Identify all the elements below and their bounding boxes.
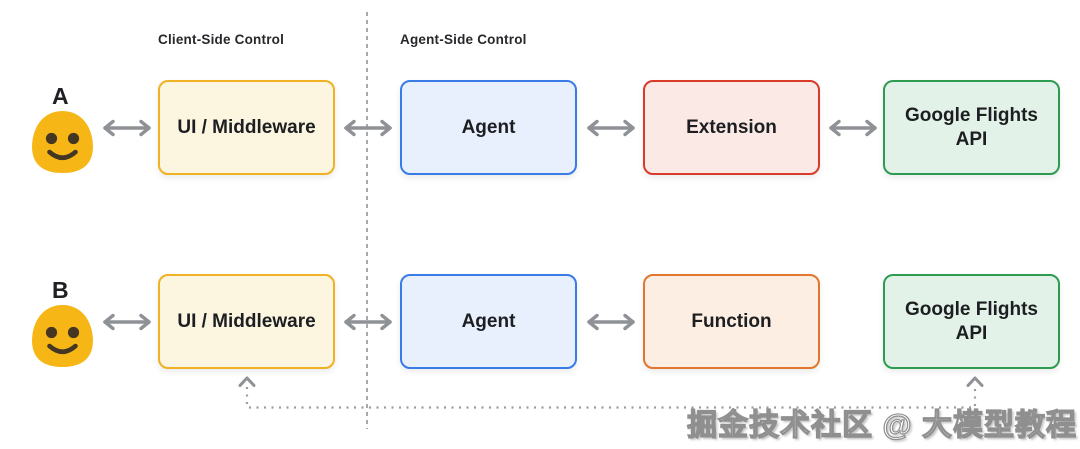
agent-side-control-header: Agent-Side Control (400, 32, 527, 47)
smiley-face-emoji (32, 111, 93, 173)
section-divider-dashed-line (366, 12, 368, 429)
node-function: Function (643, 274, 820, 369)
node-ui-middleware-a: UI / Middleware (158, 80, 335, 175)
node-extension: Extension (643, 80, 820, 175)
node-label: Function (691, 310, 772, 332)
node-label: Agent (461, 116, 516, 138)
node-label: Extension (686, 116, 777, 138)
bidirectional-arrow-icon (587, 313, 635, 331)
node-agent-a: Agent (400, 80, 577, 175)
node-label: UI / Middleware (177, 116, 316, 138)
smiley-face-emoji (32, 305, 93, 367)
bidirectional-arrow-icon (829, 119, 877, 137)
node-label: Agent (461, 310, 516, 332)
node-ui-middleware-b: UI / Middleware (158, 274, 335, 369)
row-b-label: B (52, 277, 69, 303)
node-label: UI / Middleware (177, 310, 316, 332)
row-a-label: A (52, 83, 69, 109)
watermark-text: 掘金技术社区 @ 大模型教程 (686, 408, 1077, 442)
node-agent-b: Agent (400, 274, 577, 369)
node-google-flights-api-a: Google Flights API (883, 80, 1060, 175)
bidirectional-arrow-icon (344, 119, 392, 137)
node-label: Google Flights API (905, 104, 1038, 150)
client-side-control-header: Client-Side Control (158, 32, 285, 47)
node-google-flights-api-b: Google Flights API (883, 274, 1060, 369)
bidirectional-arrow-icon (103, 313, 151, 331)
bidirectional-arrow-icon (344, 313, 392, 331)
bidirectional-arrow-icon (587, 119, 635, 137)
bidirectional-arrow-icon (103, 119, 151, 137)
node-label: Google Flights API (905, 298, 1038, 344)
